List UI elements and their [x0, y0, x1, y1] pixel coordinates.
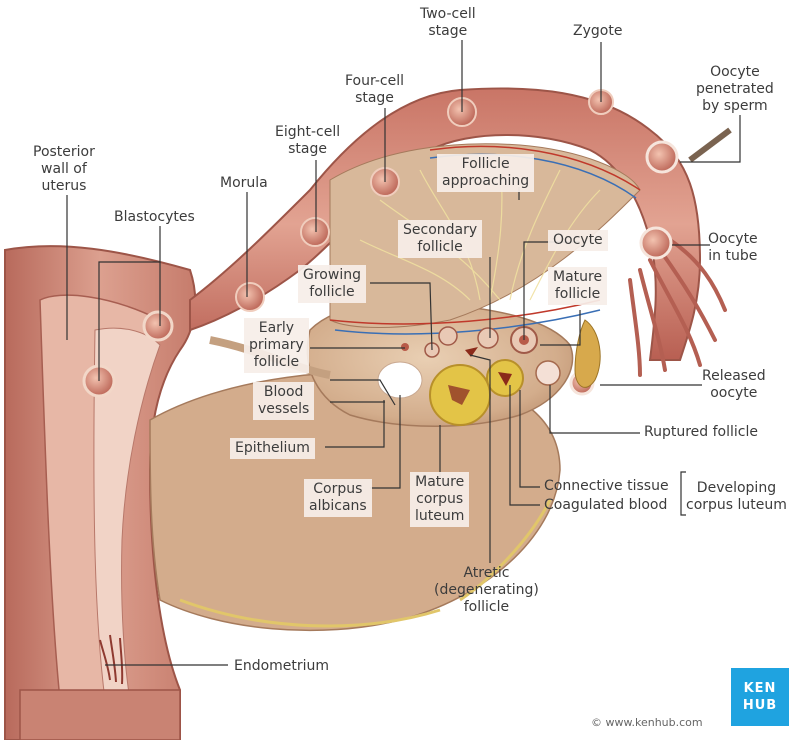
label-blastocytes: Blastocytes: [114, 209, 195, 225]
uterine-cavity: [93, 327, 161, 701]
label-oocyte: Oocyte: [548, 230, 608, 251]
cervix: [19, 689, 181, 740]
label-ruptured-follicle: Ruptured follicle: [644, 424, 758, 440]
copyright-text: © www.kenhub.com: [591, 716, 703, 729]
label-endometrium: Endometrium: [234, 658, 330, 674]
label-morula: Morula: [220, 175, 268, 191]
leader-lines: [66, 40, 741, 666]
label-connective-tissue: Connective tissue: [544, 478, 669, 494]
label-atretic-follicle: Atretic(degenerating)follicle: [434, 565, 539, 615]
label-coagulated-blood: Coagulated blood: [544, 497, 668, 513]
label-epithelium: Epithelium: [230, 438, 315, 459]
corpus-albicans-shape: [377, 361, 423, 399]
fimbriae: [628, 238, 727, 377]
label-zygote: Zygote: [573, 23, 623, 39]
released-structure: [574, 319, 601, 388]
